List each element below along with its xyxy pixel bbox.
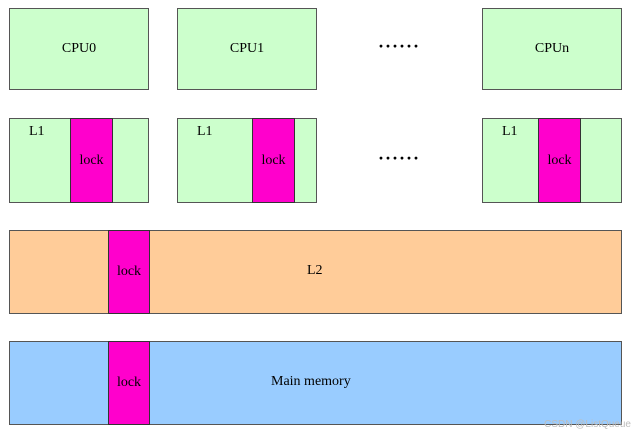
l2-label: L2: [307, 263, 323, 278]
l1-ellipsis: ······: [378, 148, 421, 168]
l1-cache-cpu1: L1 lock: [177, 118, 317, 203]
l1-lock-cpun: lock: [538, 118, 581, 203]
l2-cache: lock L2: [9, 230, 622, 314]
cpu0-box: CPU0: [9, 8, 149, 90]
l1-label: L1: [197, 124, 213, 139]
l2-lock: lock: [108, 230, 150, 314]
l1-lock-cpu0: lock: [70, 118, 113, 203]
cpu-ellipsis: ······: [378, 36, 421, 56]
main-memory: lock Main memory: [9, 341, 622, 425]
cpu1-label: CPU1: [229, 41, 265, 56]
cpu0-label: CPU0: [61, 41, 97, 56]
memory-lock: lock: [108, 341, 150, 425]
cpun-label: CPUn: [534, 41, 570, 56]
l1-label: L1: [502, 124, 518, 139]
l1-cache-cpun: L1 lock: [482, 118, 622, 203]
cpu1-box: CPU1: [177, 8, 317, 90]
l1-cache-cpu0: L1 lock: [9, 118, 149, 203]
l1-label: L1: [29, 124, 45, 139]
main-memory-label: Main memory: [271, 374, 351, 389]
cpun-box: CPUn: [482, 8, 622, 90]
watermark: CSDN @ListQueue: [544, 419, 631, 430]
l1-lock-cpu1: lock: [252, 118, 295, 203]
